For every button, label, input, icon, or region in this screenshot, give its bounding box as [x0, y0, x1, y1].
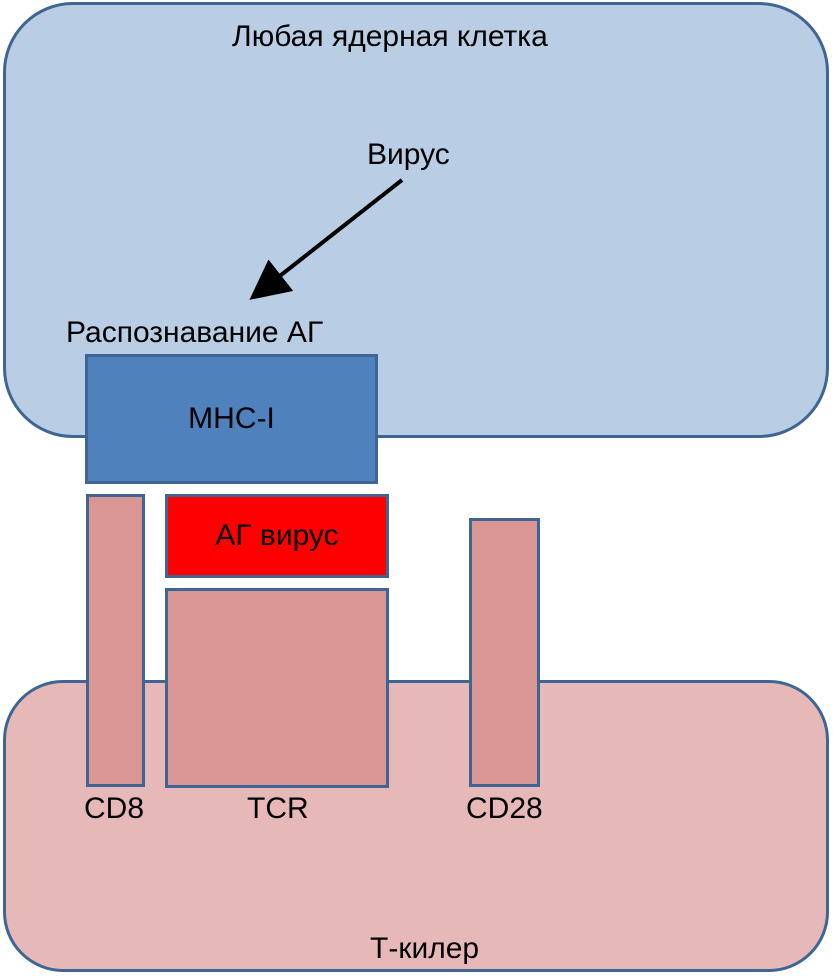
t-killer-title: Т-килер [370, 932, 480, 965]
cd8-receptor [86, 494, 145, 787]
viral-antigen-label: АГ вирус [215, 519, 339, 552]
virus-label: Вирус [367, 138, 450, 171]
nucleated-cell-title: Любая ядерная клетка [232, 20, 548, 53]
cd28-receptor [469, 518, 540, 787]
cd28-label: CD28 [466, 792, 543, 825]
cd8-label: CD8 [84, 792, 145, 825]
viral-antigen-box: АГ вирус [165, 494, 389, 578]
mhc-i-box: МНС-I [85, 354, 378, 484]
tcr-receptor [165, 588, 389, 788]
mhc-i-label: МНС-I [188, 402, 275, 435]
recognition-label: Распознавание АГ [66, 316, 324, 349]
tcr-label: TCR [247, 792, 309, 825]
